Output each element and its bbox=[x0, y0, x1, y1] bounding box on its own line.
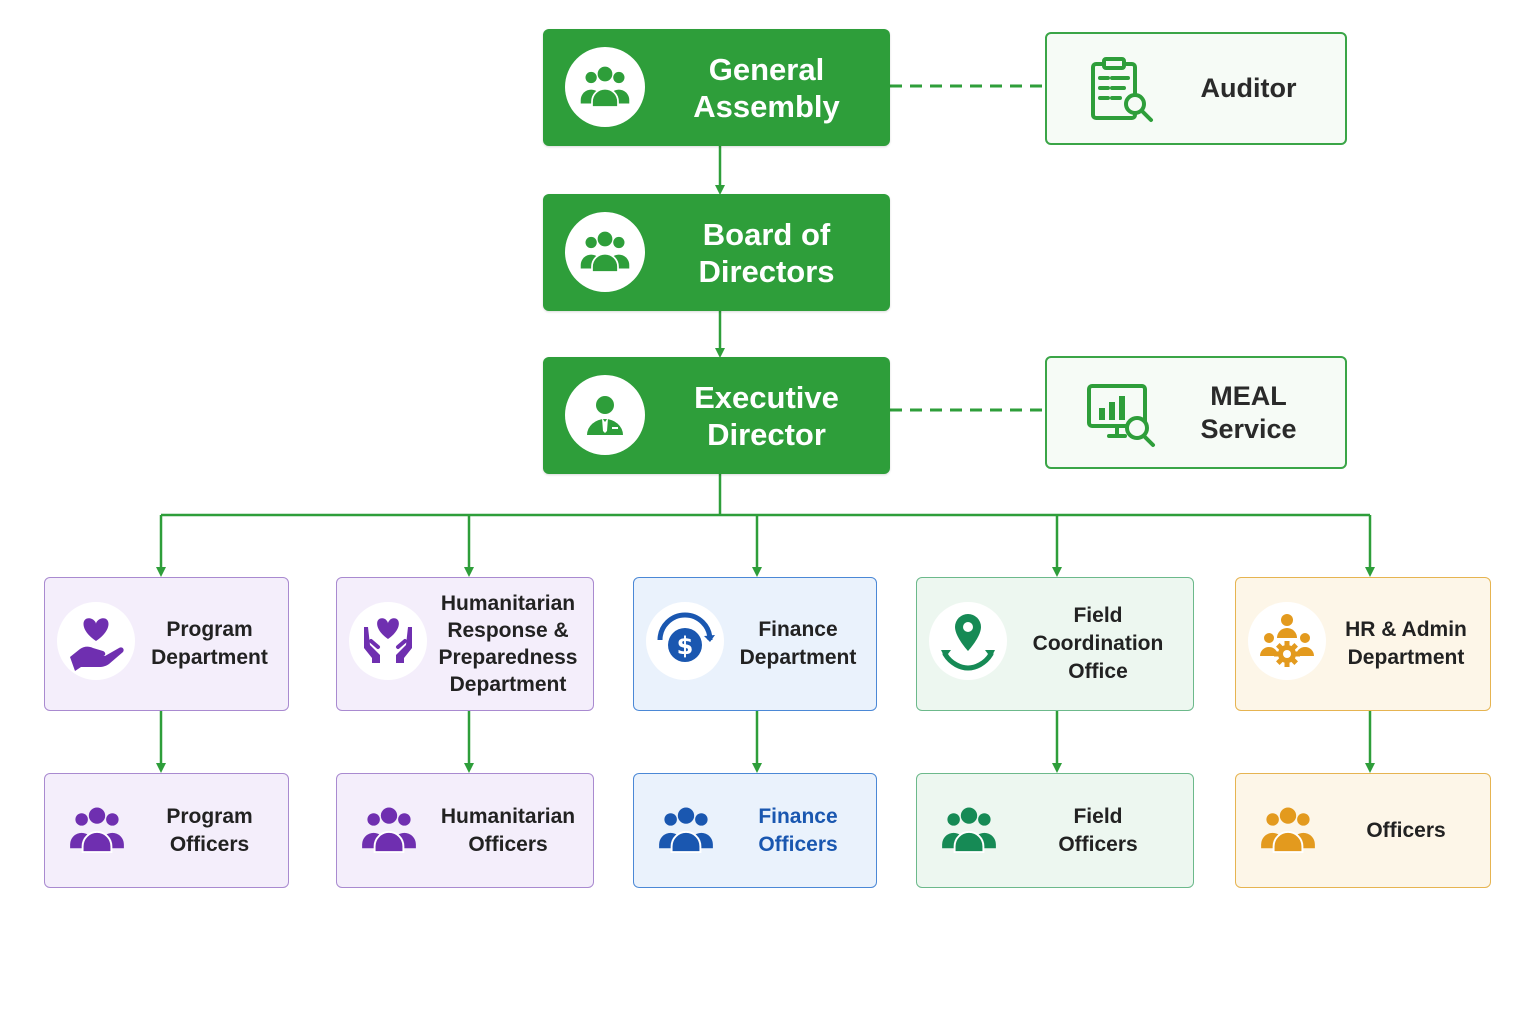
clipboard-search-icon bbox=[1083, 52, 1161, 130]
people-group-icon bbox=[565, 212, 645, 292]
node-label-line: Department bbox=[1347, 646, 1465, 669]
people-group-icon bbox=[1258, 804, 1318, 856]
people-group-icon bbox=[656, 804, 716, 856]
node-label-line: HR & Admin bbox=[1345, 618, 1467, 641]
node-label: Auditor bbox=[1162, 34, 1335, 143]
node-label-line: Finance bbox=[758, 618, 838, 641]
people-group-icon bbox=[67, 804, 127, 856]
node-label-line: Officers bbox=[1058, 832, 1138, 856]
node-label-line: Field bbox=[1073, 804, 1123, 828]
node-label-line: Auditor bbox=[1200, 73, 1297, 103]
node-label-line: Preparedness bbox=[438, 646, 578, 669]
executive-person-icon bbox=[565, 375, 645, 455]
node-label-line: Officers bbox=[1366, 818, 1446, 842]
hands-heart-icon bbox=[349, 602, 427, 680]
node-label-line: Department bbox=[151, 646, 268, 669]
node-label-line: Humanitarian bbox=[440, 592, 576, 615]
node-hr-admin-officers[interactable]: Officers bbox=[1235, 773, 1491, 888]
node-label-line: General bbox=[708, 51, 825, 87]
node-label-line: Board of bbox=[702, 216, 831, 252]
node-label-line: MEAL bbox=[1210, 380, 1287, 411]
node-label-line: Executive bbox=[694, 379, 839, 415]
svg-text:$: $ bbox=[677, 632, 694, 660]
node-auditor[interactable]: Auditor bbox=[1045, 32, 1347, 145]
people-group-icon bbox=[565, 47, 645, 127]
node-label-line: Officers bbox=[468, 832, 548, 856]
node-label-line: Program bbox=[166, 804, 253, 828]
people-group-icon bbox=[939, 804, 999, 856]
node-label-line: Department bbox=[739, 646, 857, 669]
hand-heart-icon bbox=[57, 602, 135, 680]
map-pin-arrows-icon bbox=[929, 602, 1007, 680]
node-label-line: Director bbox=[707, 416, 826, 452]
node-label-line: Response & bbox=[447, 619, 569, 642]
node-label-line: Program bbox=[166, 618, 253, 641]
node-label-line: Finance bbox=[758, 804, 838, 828]
node-label-line: Humanitarian bbox=[440, 804, 576, 828]
node-label-line: Directors bbox=[698, 253, 835, 289]
node-label-line: Service bbox=[1200, 413, 1297, 444]
node-label-line: Department bbox=[449, 673, 567, 696]
node-label-line: Assembly bbox=[693, 88, 840, 124]
monitor-chart-search-icon bbox=[1083, 376, 1161, 454]
dollar-cycle-icon: $ bbox=[646, 602, 724, 680]
people-gear-icon bbox=[1248, 602, 1326, 680]
node-label-line: Officers bbox=[169, 832, 250, 856]
node-label-line: Field Coordination bbox=[1032, 604, 1164, 655]
node-label-line: Officers bbox=[758, 832, 838, 856]
node-label: Officers bbox=[1332, 774, 1480, 887]
node-label-line: Office bbox=[1068, 660, 1128, 683]
people-group-icon bbox=[359, 804, 419, 856]
